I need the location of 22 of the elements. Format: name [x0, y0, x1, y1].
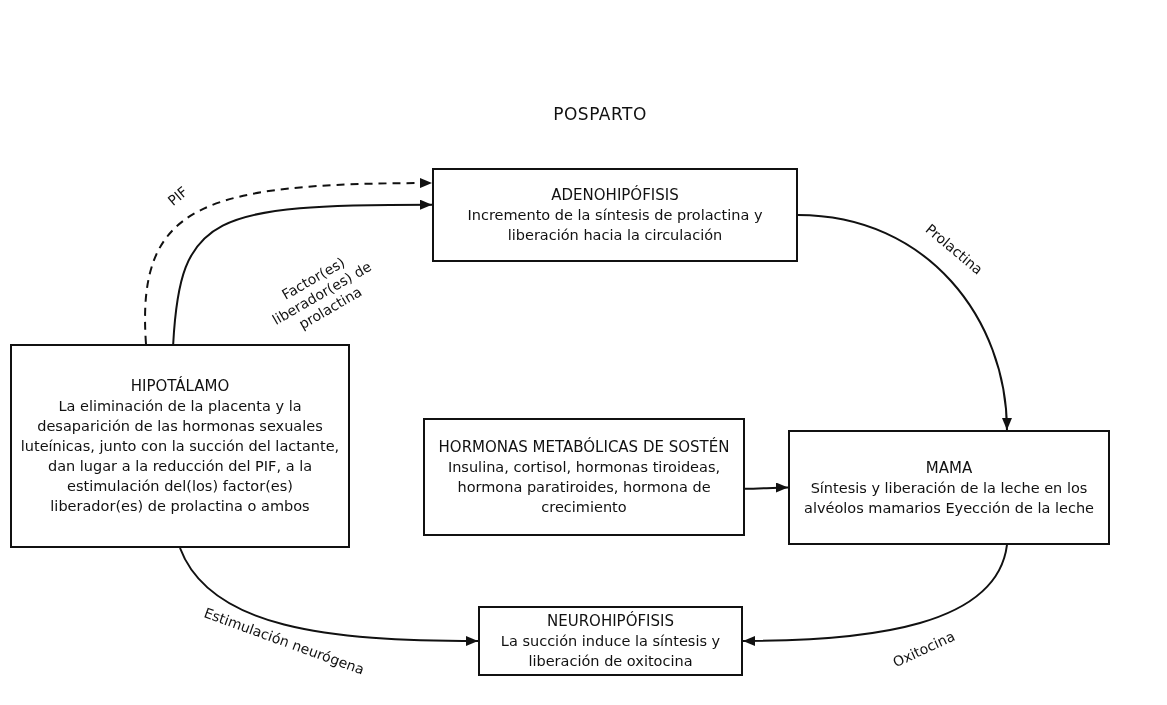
- box-heading: NEUROHIPÓFISIS: [547, 611, 674, 631]
- arrow: [742, 544, 1008, 646]
- box-text: Síntesis y liberación de la leche en los alvéolos mamarios Eyección de la leche: [803, 478, 1095, 518]
- box-heading: MAMA: [925, 457, 973, 478]
- box-heading: ADENOHIPÓFISIS: [551, 185, 679, 205]
- box-text: Incremento de la síntesis de prolactina y liberación hacia la circulación: [466, 206, 764, 245]
- box-text: La eliminación de la placenta y la desaparición de las hormonas sexuales luteínicas, junto con la succión del lactante, dan lugar a la reducción del PIF, a la estimulación del(los) factor(es) liberador(es) de prolactina o ambos: [20, 397, 340, 516]
- box-heading: HORMONAS METABÓLICAS DE SOSTÉN: [438, 437, 730, 457]
- arrow: [797, 214, 1012, 431]
- process-box: [788, 430, 1110, 545]
- process-box: [423, 418, 745, 536]
- process-box: [432, 168, 798, 262]
- arrow: [179, 547, 479, 646]
- box-text: La succión induce la síntesis y liberación de oxitocina: [499, 632, 722, 671]
- arrow: [144, 178, 433, 345]
- process-box: [10, 344, 350, 548]
- process-box: [478, 606, 743, 676]
- box-heading: HIPOTÁLAMO: [130, 376, 230, 396]
- arrow: [172, 199, 433, 345]
- arrow: [744, 482, 789, 493]
- diagram-title: POSPARTO: [552, 104, 648, 124]
- box-text: Insulina, cortisol, hormonas tiroideas, hormona paratiroides, hormona de crecimiento: [446, 458, 722, 517]
